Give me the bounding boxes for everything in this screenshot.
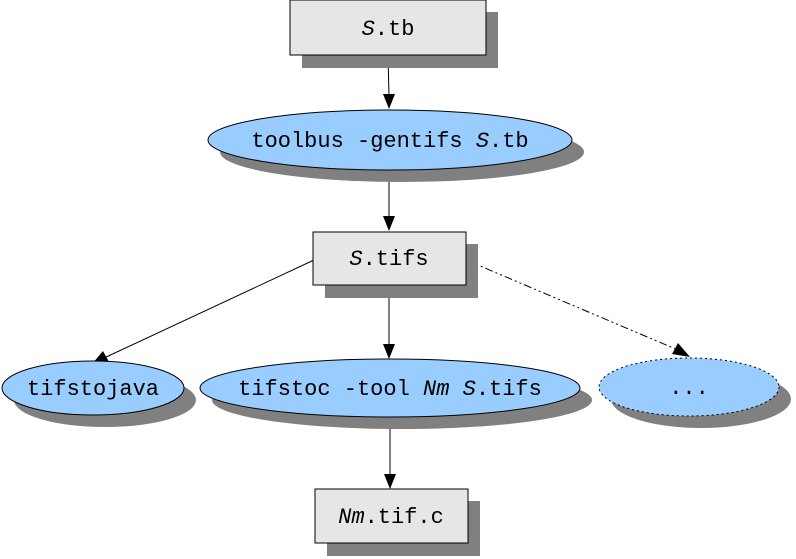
- edge-stifs-to-tifstojava: [92, 259, 315, 364]
- node-label: toolbus -gentifs S.tb: [251, 129, 528, 154]
- edge-stifs-to-ellipsis: [465, 259, 690, 357]
- node-box: [312, 231, 467, 286]
- node-ellipse: [598, 357, 780, 417]
- node-label: tifstoc -tool Nm S.tifs: [238, 377, 542, 402]
- node-label: S.tb: [362, 17, 415, 42]
- node-label: ...: [669, 376, 709, 401]
- node-nm-tif-c: Nm.tif.c: [314, 488, 480, 556]
- node-ellipse: [199, 358, 581, 418]
- node-ellipse: [1, 360, 185, 416]
- edge-tifstoc-to-nmtifc: [384, 420, 396, 489]
- node-s-tb: S.tb: [289, 0, 498, 68]
- node-gentifs: toolbus -gentifs S.tb: [207, 109, 584, 182]
- node-tifstoc: tifstoc -tool Nm S.tifs: [199, 358, 592, 429]
- node-label: tifstojava: [27, 377, 159, 402]
- node-s-tifs: S.tifs: [312, 231, 478, 298]
- node-ellipse: [207, 109, 573, 171]
- node-tifstojava: tifstojava: [1, 360, 196, 427]
- node-ellipsis: ...: [598, 357, 791, 428]
- node-label: Nm.tif.c: [338, 505, 444, 530]
- node-label: S.tifs: [349, 247, 428, 272]
- edges: [92, 55, 690, 489]
- node-box: [289, 0, 487, 56]
- node-box: [314, 488, 469, 544]
